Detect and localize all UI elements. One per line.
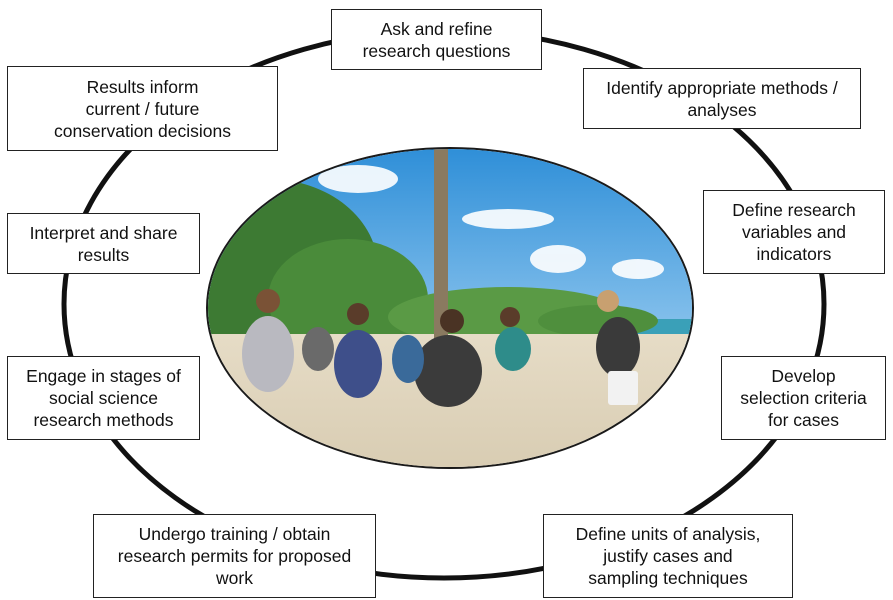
step-engage-stages-text: Engage in stages of social science resea…	[26, 366, 181, 430]
step-define-variables-text: Define research variables and indicators	[732, 200, 856, 264]
step-develop-criteria-text: Develop selection criteria for cases	[740, 366, 867, 430]
photo-clouds	[318, 165, 664, 279]
step-ask-and-refine-text: Ask and refine research questions	[362, 18, 511, 61]
step-results-inform-text: Results inform current / future conserva…	[53, 76, 232, 141]
step-identify-methods: Identify appropriate methods / analyses	[583, 68, 861, 129]
step-interpret-share-text: Interpret and share results	[29, 222, 178, 265]
step-define-units: Define units of analysis, justify cases …	[543, 514, 793, 598]
step-results-inform: Results inform current / future conserva…	[7, 66, 278, 151]
step-define-units-text: Define units of analysis, justify cases …	[575, 524, 761, 588]
step-develop-criteria: Develop selection criteria for cases	[721, 356, 886, 440]
photo-palm-trunk	[434, 149, 448, 349]
step-interpret-share: Interpret and share results	[7, 213, 200, 274]
step-undergo-training: Undergo training / obtain research permi…	[93, 514, 376, 598]
step-engage-stages: Engage in stages of social science resea…	[7, 356, 200, 440]
step-ask-and-refine: Ask and refine research questions	[331, 9, 542, 70]
step-define-variables: Define research variables and indicators	[703, 190, 885, 274]
center-photo	[206, 147, 694, 469]
photo-people	[242, 289, 640, 407]
step-identify-methods-text: Identify appropriate methods / analyses	[606, 77, 838, 120]
step-undergo-training-text: Undergo training / obtain research permi…	[117, 524, 352, 588]
